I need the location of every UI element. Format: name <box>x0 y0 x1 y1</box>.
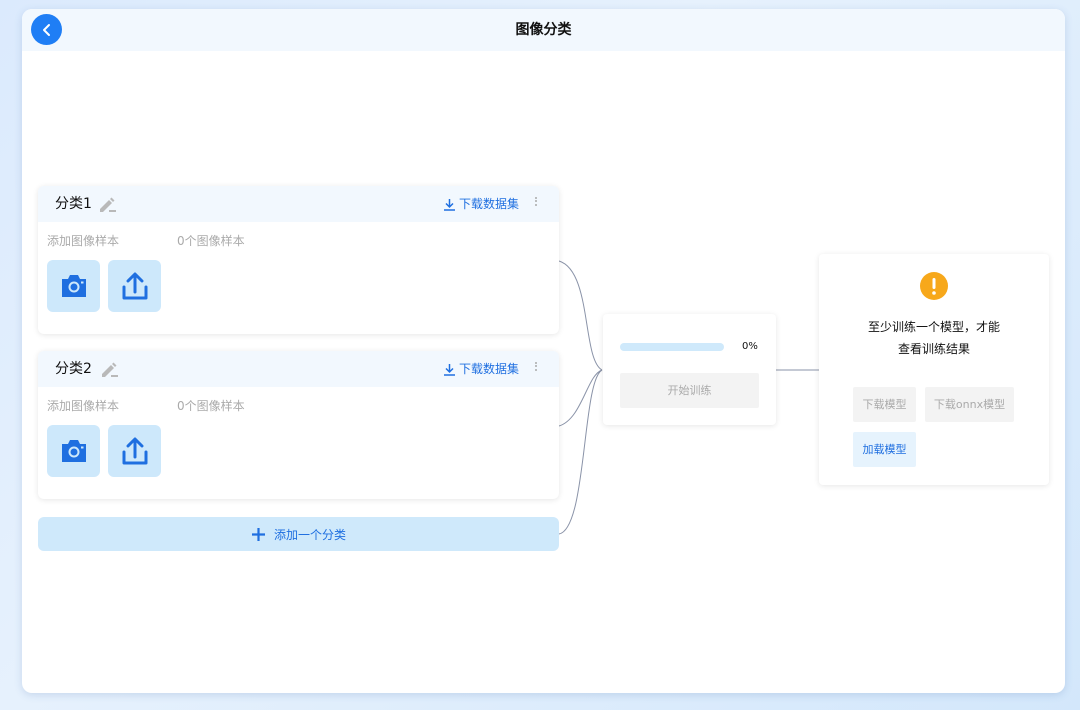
camera-icon <box>61 275 86 297</box>
download-dataset-label: 下载数据集 <box>458 197 519 211</box>
exclamation-circle-icon <box>920 272 948 300</box>
title-bar: 图像分类 <box>22 9 1065 51</box>
result-message: 至少训练一个模型，才能 查看训练结果 <box>819 316 1049 360</box>
back-button[interactable] <box>31 14 62 45</box>
download-model-button[interactable]: 下载模型 <box>853 387 916 422</box>
upload-button[interactable] <box>108 260 161 312</box>
camera-icon <box>61 440 86 462</box>
pencil-icon[interactable] <box>97 195 117 213</box>
result-panel: 至少训练一个模型，才能 查看训练结果 下载模型 下载onnx模型 加载模型 <box>819 254 1049 485</box>
download-dataset-button[interactable]: 下载数据集 <box>443 186 519 222</box>
camera-button[interactable] <box>47 425 100 477</box>
start-training-button[interactable]: 开始训练 <box>620 373 759 408</box>
download-icon <box>443 198 455 211</box>
class-name: 分类2 <box>55 361 92 377</box>
upload-icon <box>122 272 147 300</box>
upload-button[interactable] <box>108 425 161 477</box>
sample-count: 0个图像样本 <box>177 234 245 248</box>
add-class-label: 添加一个分类 <box>273 527 346 542</box>
class-card-header: 分类2 下载数据集 <box>38 351 559 387</box>
training-progress-text: 0% <box>742 341 758 352</box>
download-onnx-button[interactable]: 下载onnx模型 <box>925 387 1014 422</box>
page-title: 图像分类 <box>515 22 572 38</box>
more-vertical-icon[interactable] <box>533 360 539 374</box>
add-class-button[interactable]: 添加一个分类 <box>38 517 559 551</box>
load-model-button[interactable]: 加载模型 <box>853 432 916 467</box>
download-dataset-label: 下载数据集 <box>458 362 519 376</box>
class-name: 分类1 <box>55 196 92 212</box>
download-dataset-button[interactable]: 下载数据集 <box>443 351 519 387</box>
plus-icon <box>251 527 265 541</box>
training-progress-bar <box>620 343 724 351</box>
training-panel: 0% 开始训练 <box>603 314 776 425</box>
sample-count: 0个图像样本 <box>177 399 245 413</box>
add-sample-label: 添加图像样本 <box>47 399 120 413</box>
camera-button[interactable] <box>47 260 100 312</box>
class-card-2: 分类2 下载数据集 添加图像样本 0个图像样本 <box>38 351 559 499</box>
result-message-line1: 至少训练一个模型，才能 <box>867 320 1000 334</box>
download-icon <box>443 363 455 376</box>
class-card-header: 分类1 下载数据集 <box>38 186 559 222</box>
chevron-left-icon <box>42 23 50 36</box>
result-message-line2: 查看训练结果 <box>897 342 970 356</box>
more-vertical-icon[interactable] <box>533 195 539 209</box>
add-sample-label: 添加图像样本 <box>47 234 120 248</box>
app-window: 图像分类 分类1 下载数据集 <box>22 9 1065 693</box>
pencil-icon[interactable] <box>99 360 119 378</box>
class-card-1: 分类1 下载数据集 添加图像样本 0个图像样本 <box>38 186 559 334</box>
upload-icon <box>122 437 147 465</box>
